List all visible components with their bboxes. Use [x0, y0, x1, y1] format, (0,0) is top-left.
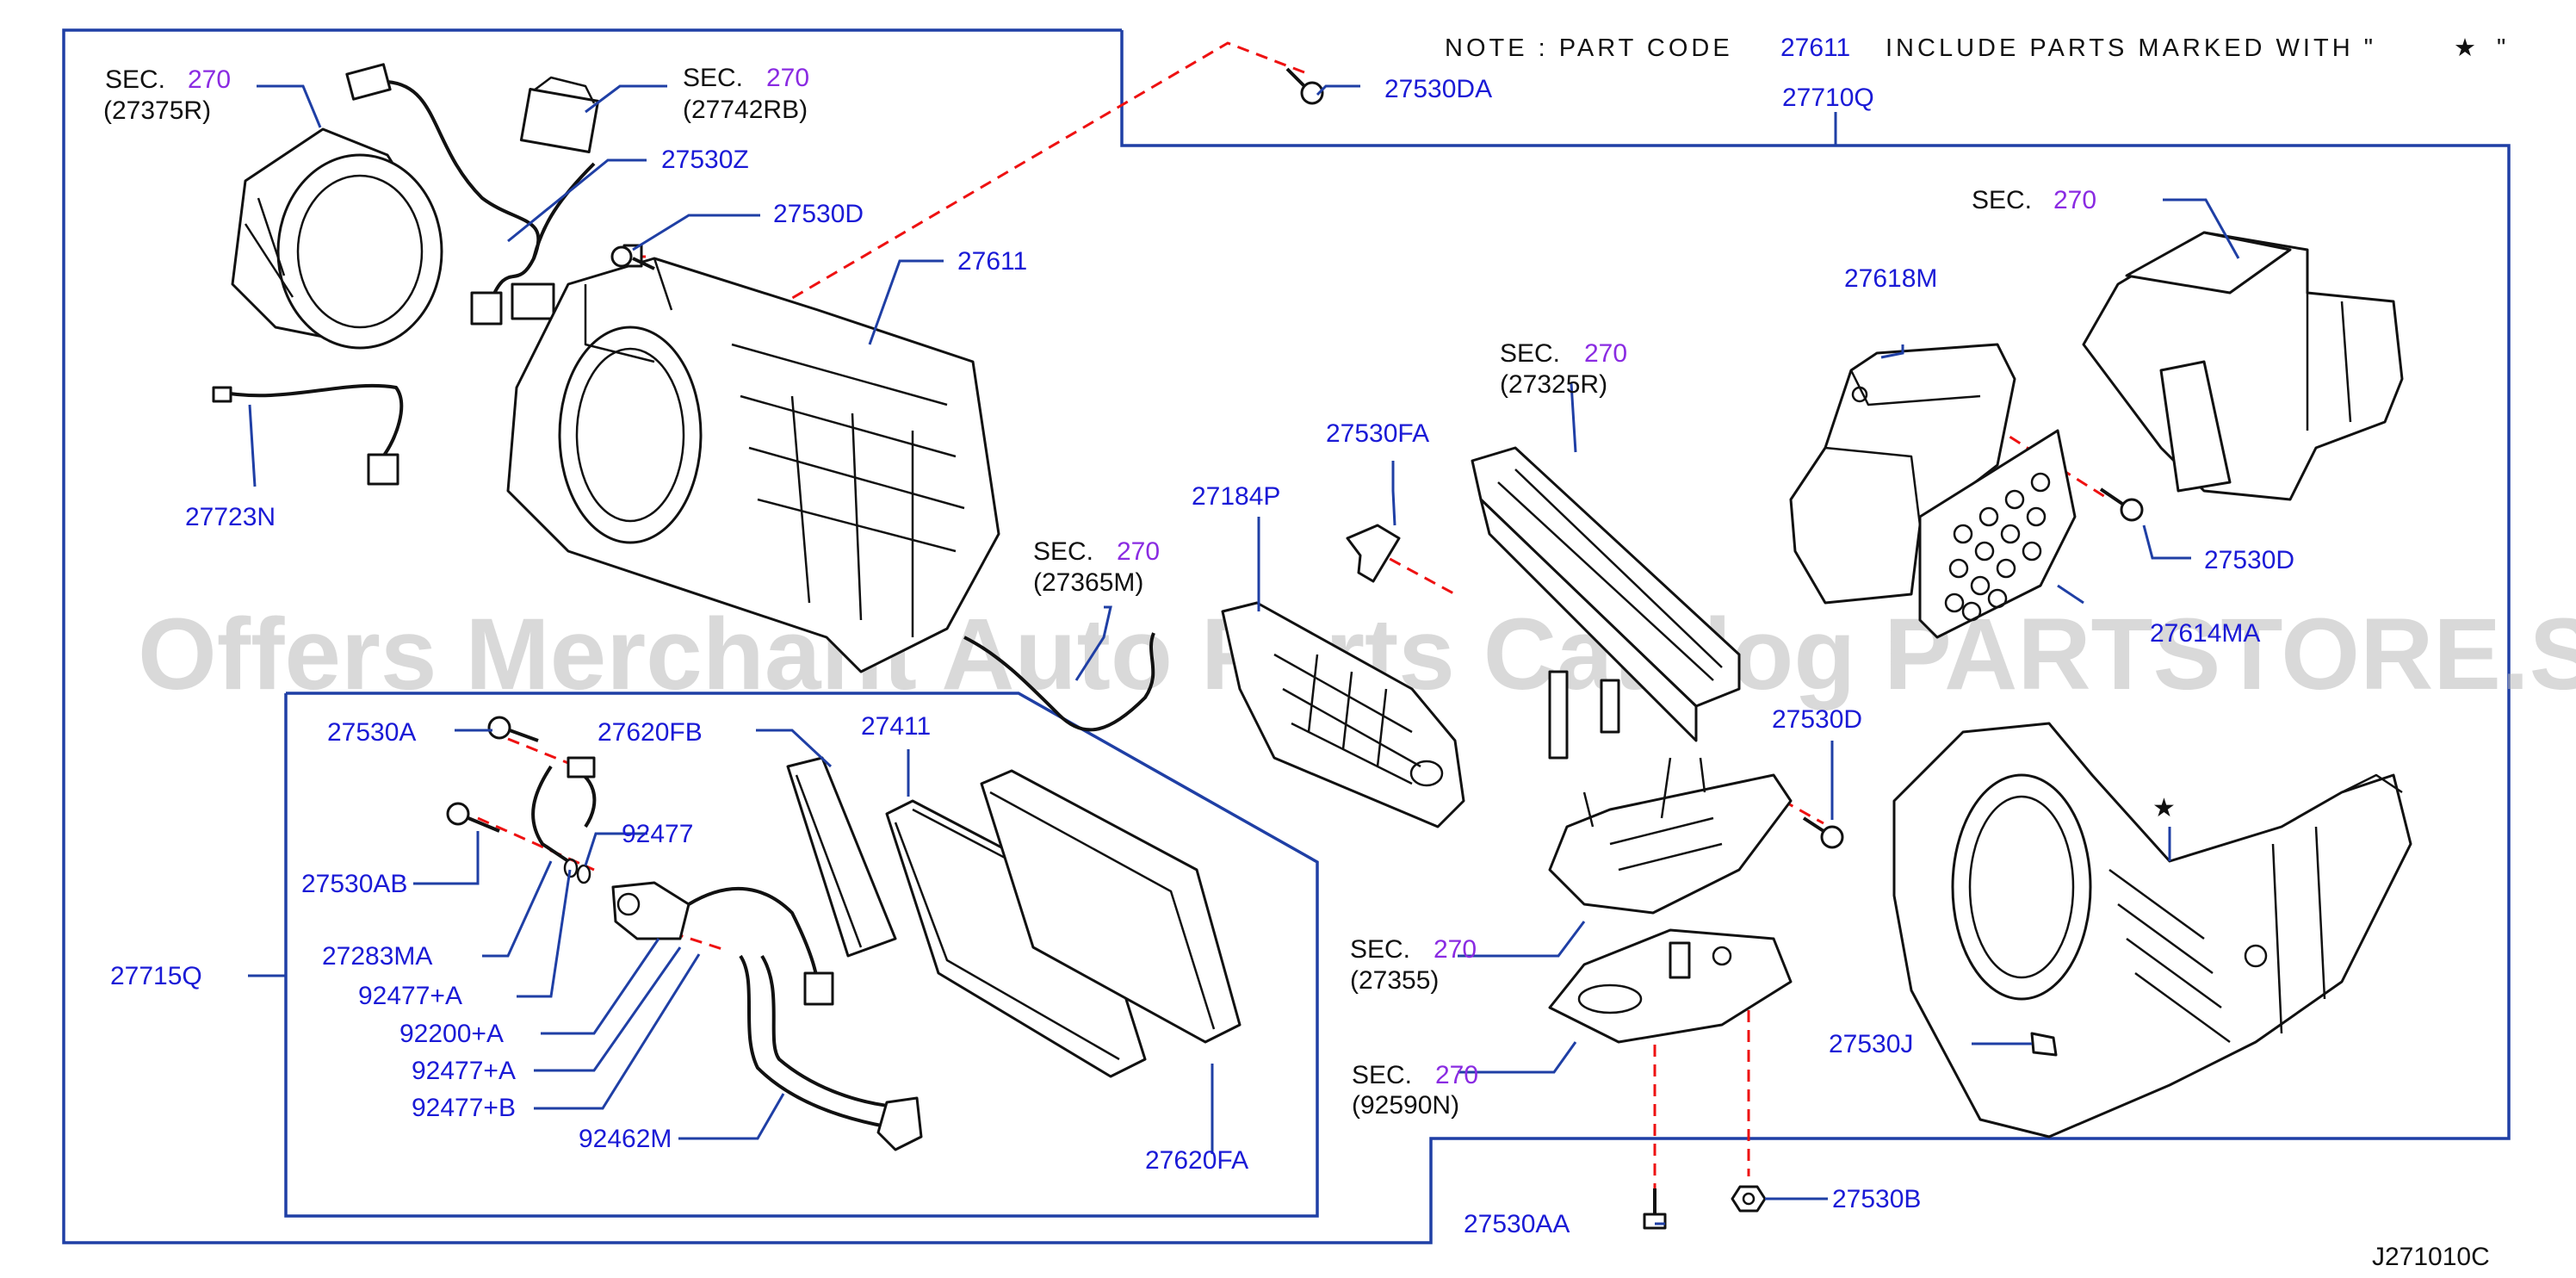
hardware-drawings: [446, 67, 2144, 1230]
screw-27530a-icon: [487, 716, 539, 742]
label-duct-unit: SEC. 270: [1972, 186, 2096, 214]
part-code-note: NOTE : PART CODE 27611 INCLUDE PARTS MAR…: [1445, 34, 2509, 62]
svg-text:SEC.: SEC.: [1972, 186, 2032, 214]
label-27530j: 27530J: [1829, 1030, 1913, 1058]
clip-27530j-icon: [2030, 1032, 2058, 1057]
svg-text:INCLUDE PARTS MARKED WITH ": INCLUDE PARTS MARKED WITH ": [1886, 34, 2376, 62]
oring-icon: [576, 864, 591, 884]
cable-drawing: [963, 632, 1155, 732]
screw-27530aa-icon: [1643, 1188, 1667, 1230]
svg-text:SEC.: SEC.: [1500, 339, 1560, 368]
label-27530fa: 27530FA: [1326, 419, 1429, 448]
label-92477: 92477: [622, 820, 693, 848]
heater-case-drawing: [1892, 722, 2412, 1138]
svg-text:27611: 27611: [1780, 34, 1850, 62]
label-27530ab: 27530AB: [301, 870, 407, 898]
filter-fb-drawing: [786, 756, 897, 958]
label-92200-a: 92200+A: [399, 1020, 504, 1048]
screw-27530d-right-icon: [2099, 487, 2144, 522]
plate-drawing: [1548, 928, 1793, 1044]
label-27530d-mid: 27530D: [1772, 705, 1862, 734]
label-27530d-right: 27530D: [2204, 546, 2294, 574]
duct-drawing: [1221, 601, 1465, 828]
svg-text:SEC.: SEC.: [1350, 935, 1410, 964]
diagram-code: J271010C: [2372, 1243, 2490, 1271]
evaporator-drawing: [1471, 446, 1741, 760]
label-harness: SEC. 270 (27365M): [1033, 537, 1160, 597]
nut-27530b-icon: [1731, 1185, 1767, 1213]
svg-text:(92590N): (92590N): [1352, 1091, 1459, 1120]
star-icon: ★: [2454, 34, 2480, 62]
cover-drawing: [1789, 343, 2016, 605]
screw-27530ab-icon: [446, 802, 500, 833]
label-27620fb: 27620FB: [598, 718, 703, 747]
screw-27530d-mid-icon: [1802, 816, 1844, 849]
svg-text:270: 270: [188, 65, 231, 94]
label-27710q: 27710Q: [1782, 84, 1874, 112]
svg-text:270: 270: [1435, 1061, 1478, 1089]
svg-text:SEC.: SEC.: [1033, 537, 1093, 566]
star-marker-icon: ★: [2152, 794, 2176, 822]
pipe-drawing: [531, 756, 923, 1151]
svg-text:SEC.: SEC.: [1352, 1061, 1412, 1089]
label-92477-a-1: 92477+A: [358, 982, 462, 1010]
label-blower-motor: SEC. 270 (27375R): [103, 65, 231, 125]
label-27530d-top: 27530D: [773, 200, 864, 228]
inner-frame: [284, 692, 1319, 1218]
label-27184p: 27184P: [1192, 482, 1280, 511]
screw-27530d-top-icon: [610, 245, 655, 270]
leader-lines: [248, 84, 2240, 1225]
svg-text:270: 270: [1117, 537, 1160, 566]
bracket-drawing: [1548, 757, 1793, 915]
filter-fa-drawing: [980, 769, 1242, 1044]
label-27530aa: 27530AA: [1464, 1210, 1570, 1238]
svg-text:NOTE : PART CODE: NOTE : PART CODE: [1445, 34, 1733, 62]
svg-text:(27325R): (27325R): [1500, 370, 1607, 399]
duct-unit-drawing: [2082, 231, 2404, 501]
svg-text:(27375R): (27375R): [103, 96, 211, 125]
label-plate: SEC. 270 (92590N): [1352, 1061, 1478, 1120]
blower-case-drawing: [506, 244, 1000, 673]
label-27620fa: 27620FA: [1145, 1146, 1248, 1175]
label-92477-a-2: 92477+A: [412, 1057, 516, 1085]
svg-text:(27355): (27355): [1350, 966, 1439, 995]
svg-text:270: 270: [1434, 935, 1477, 964]
label-bracket: SEC. 270 (27355): [1350, 935, 1477, 995]
label-resistor: SEC. 270 (27742RB): [683, 64, 809, 124]
label-92477-b: 92477+B: [412, 1094, 516, 1122]
label-92462m: 92462M: [579, 1125, 672, 1153]
screw-27530da-icon: [1285, 67, 1324, 105]
svg-text:270: 270: [766, 64, 809, 92]
label-27618m: 27618M: [1844, 264, 1937, 293]
oring-a-icon: [563, 858, 579, 878]
label-27283ma: 27283MA: [322, 942, 432, 971]
svg-text:270: 270: [2053, 186, 2096, 214]
wire-harness-drawing: [345, 63, 600, 326]
svg-text:SEC.: SEC.: [683, 64, 743, 92]
svg-text:": ": [2497, 34, 2509, 62]
label-27530a: 27530A: [327, 718, 416, 747]
sensor-drawing: [212, 383, 404, 486]
label-27530z: 27530Z: [661, 146, 749, 174]
svg-text:(27742RB): (27742RB): [683, 96, 808, 124]
label-27614ma: 27614MA: [2150, 619, 2260, 648]
label-27723n: 27723N: [185, 503, 276, 531]
outer-frame: [62, 28, 2511, 1244]
clip-drawing: [1346, 524, 1401, 583]
label-27715q: 27715Q: [110, 962, 202, 990]
label-27411: 27411: [861, 712, 931, 741]
label-27530da: 27530DA: [1384, 75, 1492, 103]
label-27611: 27611: [957, 247, 1027, 276]
blower-motor-drawing: [231, 127, 443, 350]
svg-text:(27365M): (27365M): [1033, 568, 1143, 597]
grille-drawing: [1918, 429, 2077, 639]
svg-text:270: 270: [1584, 339, 1627, 368]
label-27530b: 27530B: [1832, 1185, 1921, 1213]
label-evaporator: SEC. 270 (27325R): [1500, 339, 1627, 399]
svg-text:SEC.: SEC.: [105, 65, 165, 94]
